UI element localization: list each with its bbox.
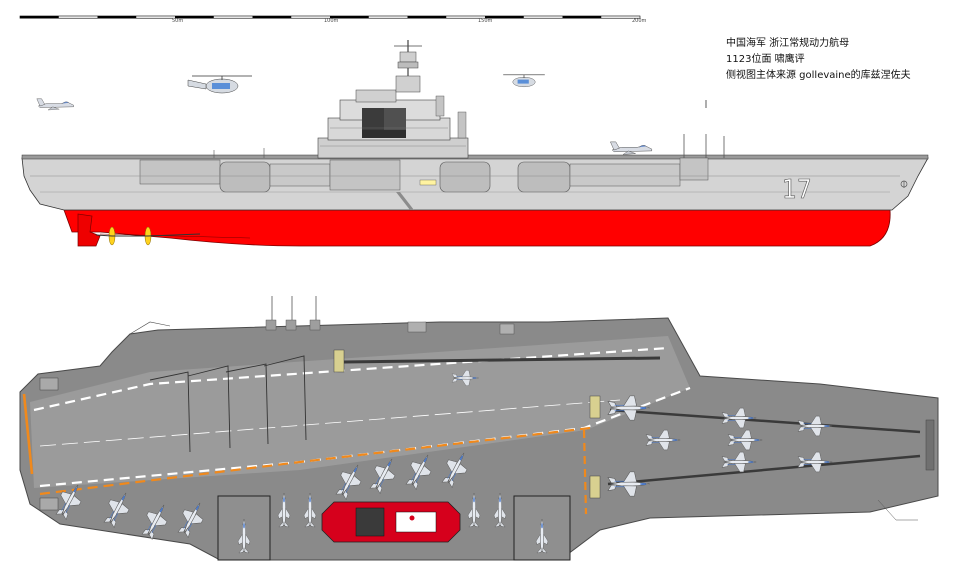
side-jet-flying bbox=[36, 98, 74, 111]
helicopter-icon bbox=[187, 75, 252, 94]
scale-tick-label: 150m bbox=[478, 18, 493, 24]
center-red-elevator bbox=[321, 501, 461, 543]
scale-tick-label: 100m bbox=[324, 18, 339, 24]
helicopter-icon bbox=[503, 74, 545, 88]
island-superstructure bbox=[317, 40, 469, 159]
side-jet-parked bbox=[610, 141, 653, 155]
scale-bar: 50m 100m 150m 200m bbox=[19, 15, 647, 24]
underwater-hull bbox=[63, 209, 891, 247]
plan-island bbox=[265, 296, 515, 335]
hull-number: 17 bbox=[782, 175, 812, 205]
caption-title: 中国海军 浙江常规动力航母 bbox=[726, 38, 850, 49]
anchor-icon bbox=[900, 180, 908, 188]
side-profile-view: 17 bbox=[21, 40, 929, 247]
scale-tick-label: 200m bbox=[632, 18, 647, 24]
scale-tick-label: 50m bbox=[172, 18, 183, 24]
caption-author: 1123位面 啸鹰评 bbox=[726, 54, 805, 65]
plan-view bbox=[19, 296, 939, 561]
caption-source: 侧视图主体来源 gollevaine的库兹涅佐夫 bbox=[726, 70, 911, 81]
propeller-icon bbox=[95, 226, 201, 246]
